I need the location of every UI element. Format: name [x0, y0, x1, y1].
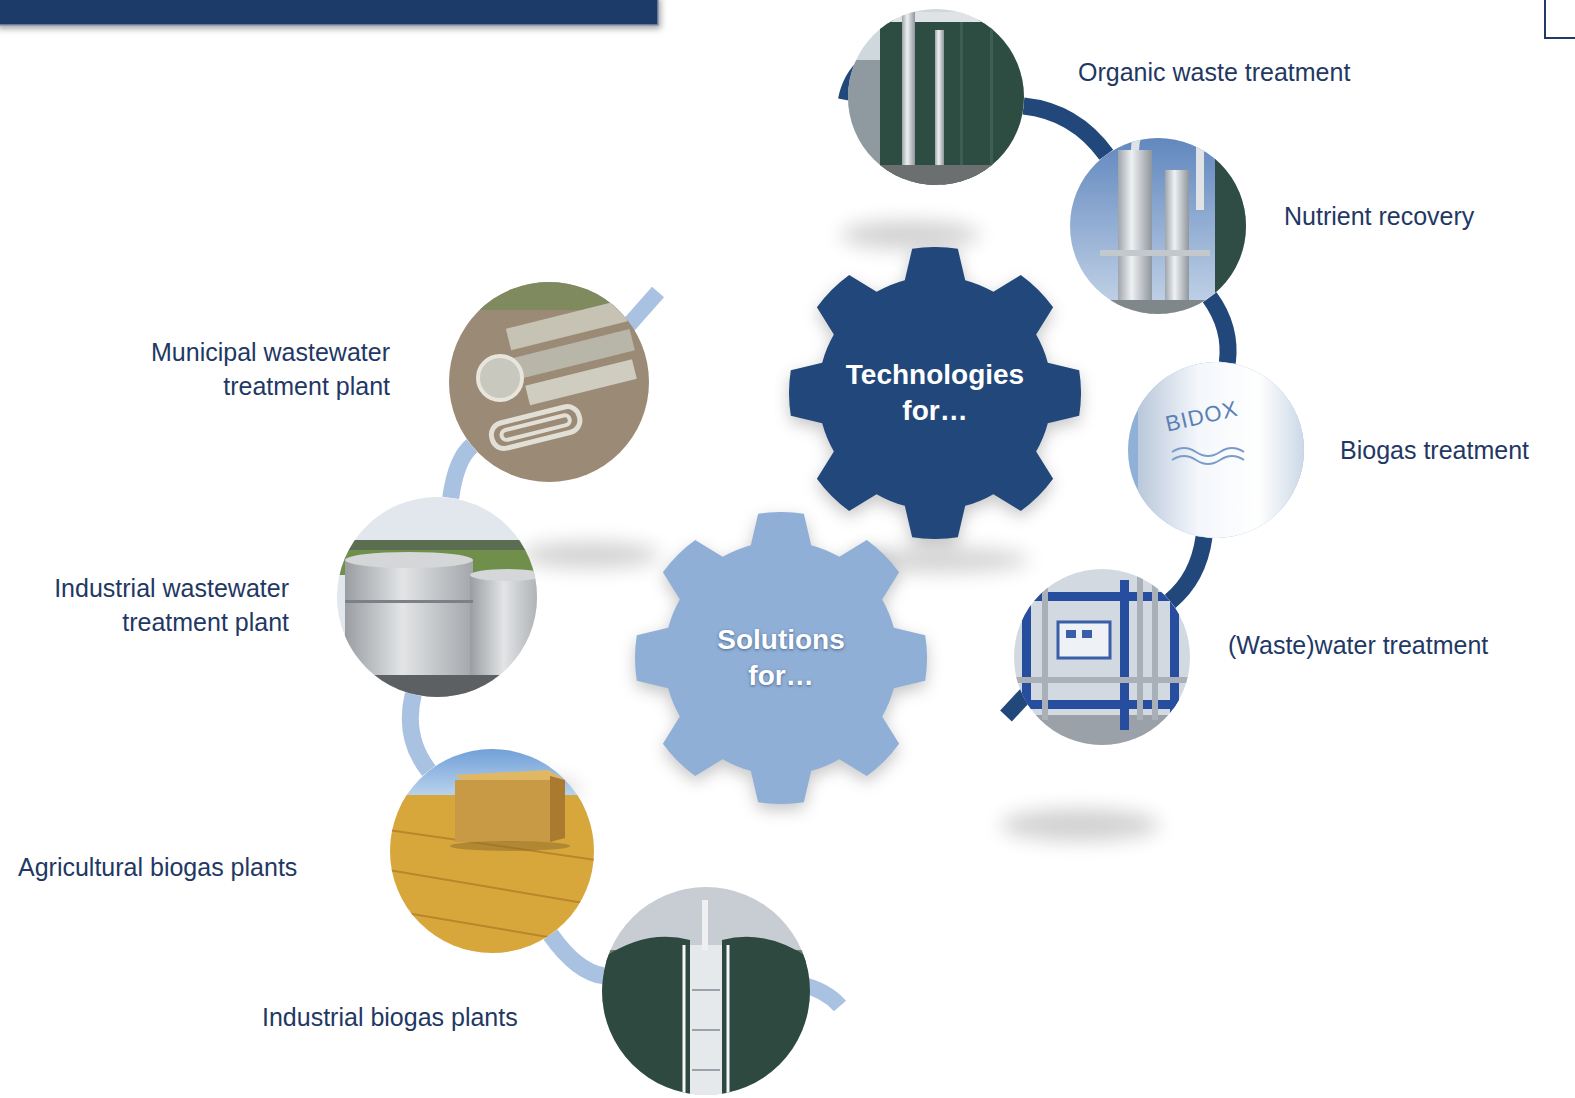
photo-bidox-tank [1125, 350, 1310, 550]
ring-tails [628, 64, 1032, 1006]
ring-arc [410, 694, 429, 771]
gear-label: Technologies for… [835, 357, 1035, 429]
photo-circle: Organic waste treatment [848, 9, 1024, 185]
photo-circle: Agricultural biogas plants [390, 749, 594, 953]
label-box: Nutrient recovery [1284, 201, 1474, 231]
photo-circle: Municipal wastewater treatment plant [449, 282, 649, 482]
photo-skid [1010, 565, 1195, 750]
node-label: (Waste)water treatment [1228, 630, 1488, 660]
label-box: Agricultural biogas plants [18, 852, 297, 882]
label-box: Biogas treatment [1340, 435, 1529, 465]
corner-frame [1545, 0, 1575, 38]
ring-arc [1170, 537, 1204, 601]
photo-aerial-plant [445, 280, 655, 485]
ring-arc [551, 935, 604, 976]
photo-circle: Industrial biogas plants [602, 887, 810, 1095]
node-label: Agricultural biogas plants [18, 852, 297, 882]
ring-arc [1024, 106, 1107, 155]
gear-text-area: Technologies for… [787, 245, 1083, 541]
ring-arc [451, 446, 472, 498]
node-label: Organic waste treatment [1078, 57, 1350, 87]
header-bar [0, 0, 658, 25]
node-label: Industrial biogas plants [262, 1002, 518, 1032]
label-box: Organic waste treatment [1078, 57, 1350, 87]
label-box: Municipal wastewater treatment plant [120, 335, 390, 403]
gear-body [635, 512, 927, 804]
photo-digester [840, 0, 1040, 190]
node-label: Nutrient recovery [1284, 201, 1474, 231]
photo-circle: Industrial wastewater treatment plant [337, 497, 537, 697]
gear-outline [633, 510, 929, 806]
photo-circle: Nutrient recovery [1070, 138, 1246, 314]
ring-arc [1210, 297, 1228, 363]
photo-circle: (Waste)water treatment [1014, 569, 1190, 745]
node-label: Municipal wastewater treatment plant [120, 335, 390, 403]
photo-circle: Biogas treatment [1128, 362, 1304, 538]
gear-shape: Technologies for… [787, 245, 1083, 541]
gear-label: Solutions for… [706, 622, 856, 694]
label-box: Industrial biogas plants [262, 1002, 518, 1032]
photo-stripper [1065, 124, 1275, 330]
gear-shape: Solutions for… [633, 510, 929, 806]
label-box: (Waste)water treatment [1228, 630, 1488, 660]
gear-body [789, 247, 1081, 539]
gear-text-area: Solutions for… [633, 510, 929, 806]
photo-biogas-domes [600, 885, 812, 1098]
photo-industrial-tanks [335, 495, 545, 705]
label-box: Industrial wastewater treatment plant [19, 571, 289, 639]
node-label: Industrial wastewater treatment plant [19, 571, 289, 639]
photo-hay-field [388, 748, 596, 955]
node-label: Biogas treatment [1340, 435, 1529, 465]
gear-outline [787, 245, 1083, 541]
